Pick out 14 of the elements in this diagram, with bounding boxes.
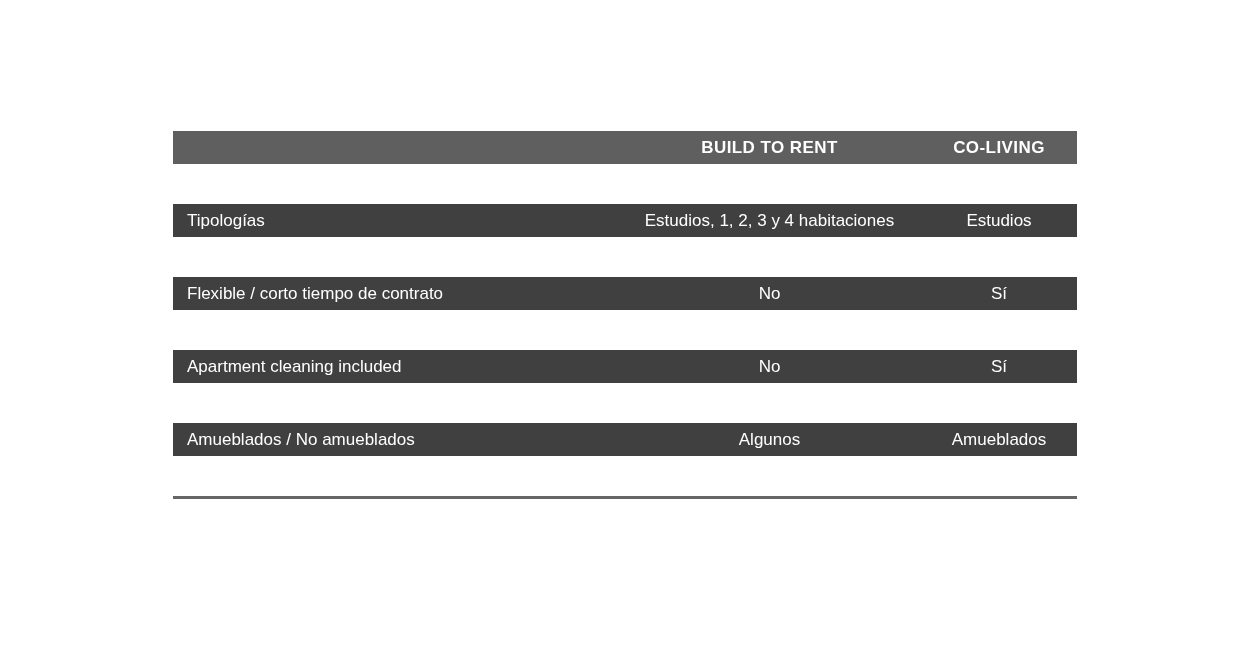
table-value: Sí [989, 282, 1009, 305]
row-label: Apartment cleaning included [186, 355, 403, 378]
table-value: Estudios [965, 209, 1033, 232]
table-value: No [757, 282, 782, 305]
table-value: No [757, 355, 782, 378]
table-value: Algunos [737, 428, 802, 451]
table-value: Amueblados [950, 428, 1048, 451]
table-value: Estudios, 1, 2, 3 y 4 habitaciones [643, 209, 896, 232]
table-value: Sí [989, 355, 1009, 378]
column-header: BUILD TO RENT [700, 136, 839, 159]
row-label: Amueblados / No amueblados [186, 428, 416, 451]
column-header: CO-LIVING [952, 136, 1046, 159]
row-label: Tipologías [186, 209, 266, 232]
row-label: Flexible / corto tiempo de contrato [186, 282, 445, 305]
